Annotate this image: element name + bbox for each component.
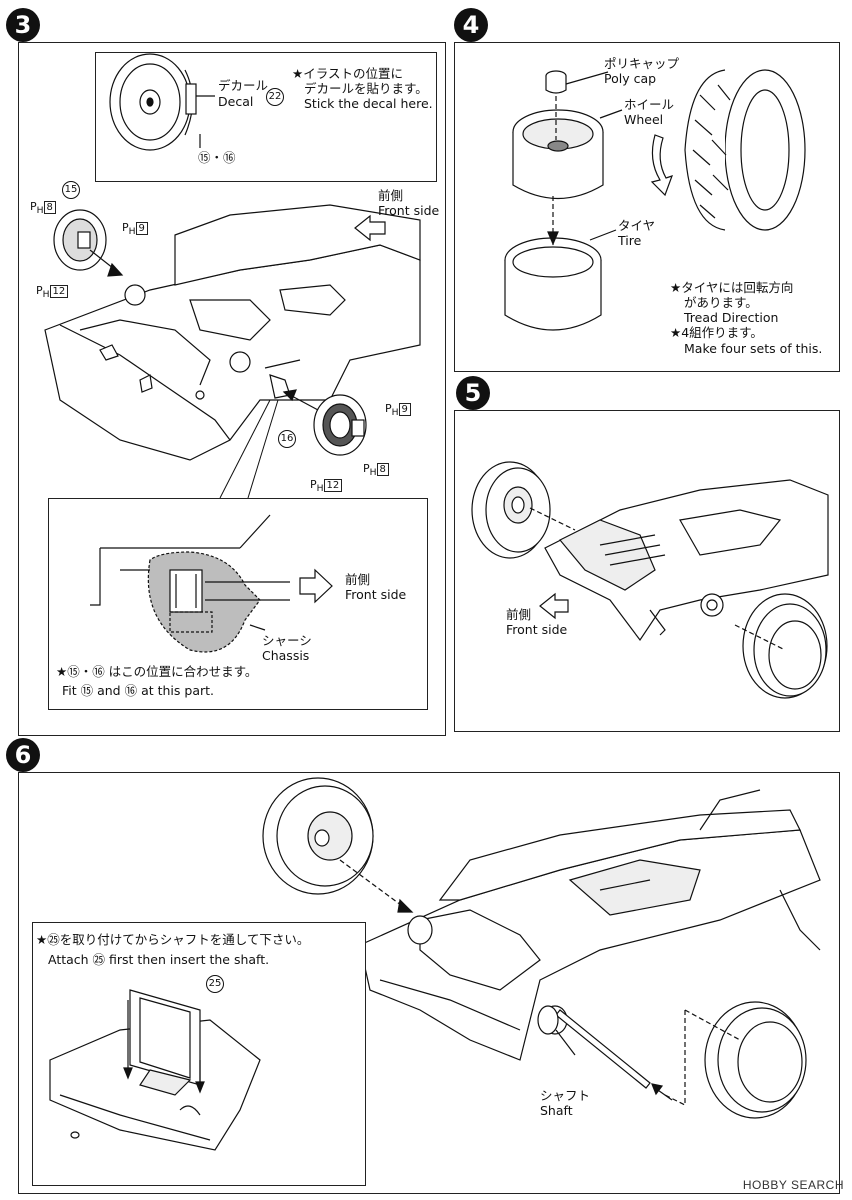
part-15-drawing xyxy=(53,209,124,277)
detail-note-en: Fit ⑮ and ⑯ at this part. xyxy=(62,683,214,698)
watermark: HOBBY SEARCH xyxy=(742,1178,844,1192)
step-3-front-en: Front side xyxy=(378,203,440,218)
chassis-label-jp: シャーシ xyxy=(262,633,312,648)
part-16-number: 16 xyxy=(278,430,296,448)
step-3-front-arrow xyxy=(354,214,386,242)
tire-drawing xyxy=(504,196,617,331)
decal-number: 22 xyxy=(266,88,284,106)
sets-note-jp: ★4組作ります。 xyxy=(670,325,763,340)
step-6-note-en: Attach ㉕ first then insert the shaft. xyxy=(48,952,270,967)
step-5-front-wheel xyxy=(471,461,576,559)
wheel-label-jp: ホイール xyxy=(624,97,675,112)
step-4-number: 4 xyxy=(454,8,488,42)
step-6-front-wheel xyxy=(262,777,414,913)
wheel-drawing xyxy=(512,96,623,200)
step-6-number: 6 xyxy=(6,738,40,772)
step-6-arrow xyxy=(651,1083,673,1101)
shaft-label-en: Shaft xyxy=(540,1103,573,1118)
decal-wheel-drawing xyxy=(109,53,215,151)
step-5-front-arrow xyxy=(539,592,569,620)
step-5-front-en: Front side xyxy=(506,622,568,637)
tread-note-jp-1: ★タイヤには回転方向 xyxy=(670,280,794,295)
step-3-front-jp: 前側 xyxy=(378,188,404,203)
step-5-rear-wheel xyxy=(734,593,828,699)
detail-front-jp: 前側 xyxy=(345,572,371,587)
step-3-number: 3 xyxy=(6,8,40,42)
poly-cap-drawing xyxy=(545,70,609,94)
step-5-front-jp: 前側 xyxy=(506,607,532,622)
step-5-chassis-drawing xyxy=(544,479,829,642)
step-5-number: 5 xyxy=(456,376,490,410)
tire-label-jp: タイヤ xyxy=(618,218,656,233)
step-6-note-jp: ★㉕を取り付けてからシャフトを通して下さい。 xyxy=(36,932,310,947)
tread-note-en: Tread Direction xyxy=(684,310,779,325)
rotation-arrow xyxy=(650,134,673,197)
wheel-label-en: Wheel xyxy=(624,112,664,127)
chassis-label-en: Chassis xyxy=(262,648,310,663)
decal-note-en: Stick the decal here. xyxy=(304,96,433,111)
decal-note-jp-1: ★イラストの位置に xyxy=(292,66,403,81)
tread-note-jp-2: があります。 xyxy=(684,295,758,310)
part-15-number: 15 xyxy=(62,181,80,199)
detail-front-arrow xyxy=(299,568,333,604)
decal-note-jp-2: デカールを貼ります。 xyxy=(304,81,428,96)
decal-label-en: Decal xyxy=(218,94,254,109)
tire-label-en: Tire xyxy=(618,233,642,248)
detail-note-jp: ★⑮・⑯ はこの位置に合わせます。 xyxy=(56,664,258,679)
shaft-label-jp: シャフト xyxy=(540,1088,591,1103)
polycap-label-jp: ポリキャップ xyxy=(604,56,680,71)
part-16-drawing xyxy=(282,389,367,456)
tread-tire-drawing xyxy=(684,69,806,231)
detail-front-en: Front side xyxy=(345,587,407,602)
shaft-drawing xyxy=(537,1005,651,1089)
decal-label-jp: デカール xyxy=(218,78,269,93)
polycap-label-en: Poly cap xyxy=(604,71,657,86)
step-6-rear-wheel xyxy=(664,1001,807,1119)
decal-parts: ⑮・⑯ xyxy=(198,150,236,165)
step-6-chassis-drawing xyxy=(359,789,821,1061)
part-25-number: 25 xyxy=(206,975,224,993)
step-3-decal-inset xyxy=(95,52,437,182)
sets-note-en: Make four sets of this. xyxy=(684,341,823,356)
